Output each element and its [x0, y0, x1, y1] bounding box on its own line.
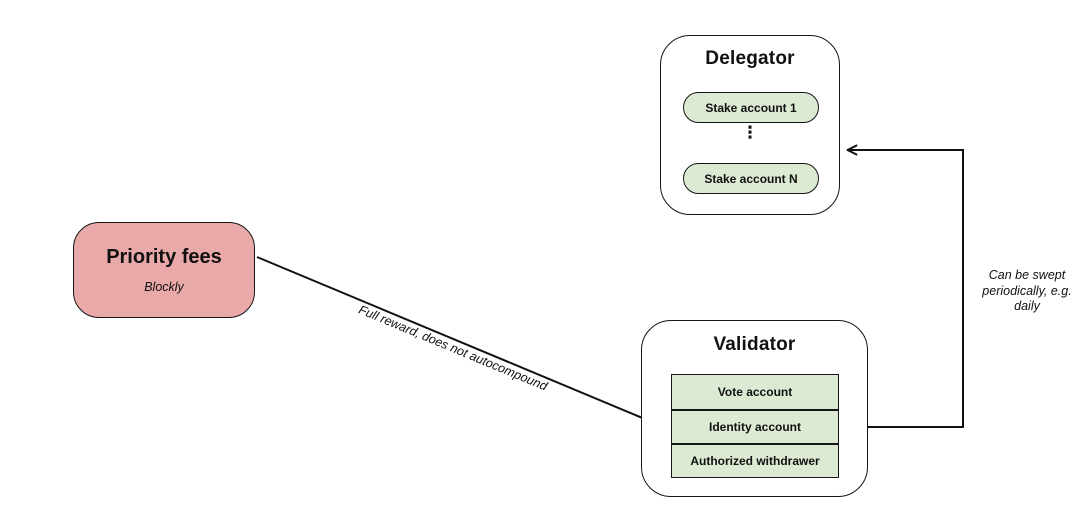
validator-box: Validator Vote account Identity account …: [641, 320, 868, 497]
delegator-box: Delegator Stake account 1 ⋮ Stake accoun…: [660, 35, 840, 215]
vote-account-row: Vote account: [672, 375, 838, 409]
full-reward-arrow: [256, 256, 666, 429]
priority-fees-subtitle: Blockly: [144, 280, 184, 294]
validator-title: Validator: [713, 334, 796, 355]
identity-account-row: Identity account: [672, 409, 838, 443]
priority-fees-title: Priority fees: [106, 246, 222, 268]
sweep-edge-label: Can be swept periodically, e.g. daily: [982, 268, 1072, 313]
validator-account-table: Vote account Identity account Authorized…: [671, 374, 839, 478]
stake-account-1-pill: Stake account 1: [683, 92, 819, 123]
delegator-title: Delegator: [705, 48, 795, 69]
authorized-withdrawer-row: Authorized withdrawer: [672, 443, 838, 477]
sweep-arrow: [840, 144, 964, 428]
stake-account-n-pill: Stake account N: [683, 163, 819, 194]
priority-fees-box: Priority fees Blockly: [73, 222, 255, 318]
vertical-ellipsis-icon: ⋮: [741, 123, 759, 142]
